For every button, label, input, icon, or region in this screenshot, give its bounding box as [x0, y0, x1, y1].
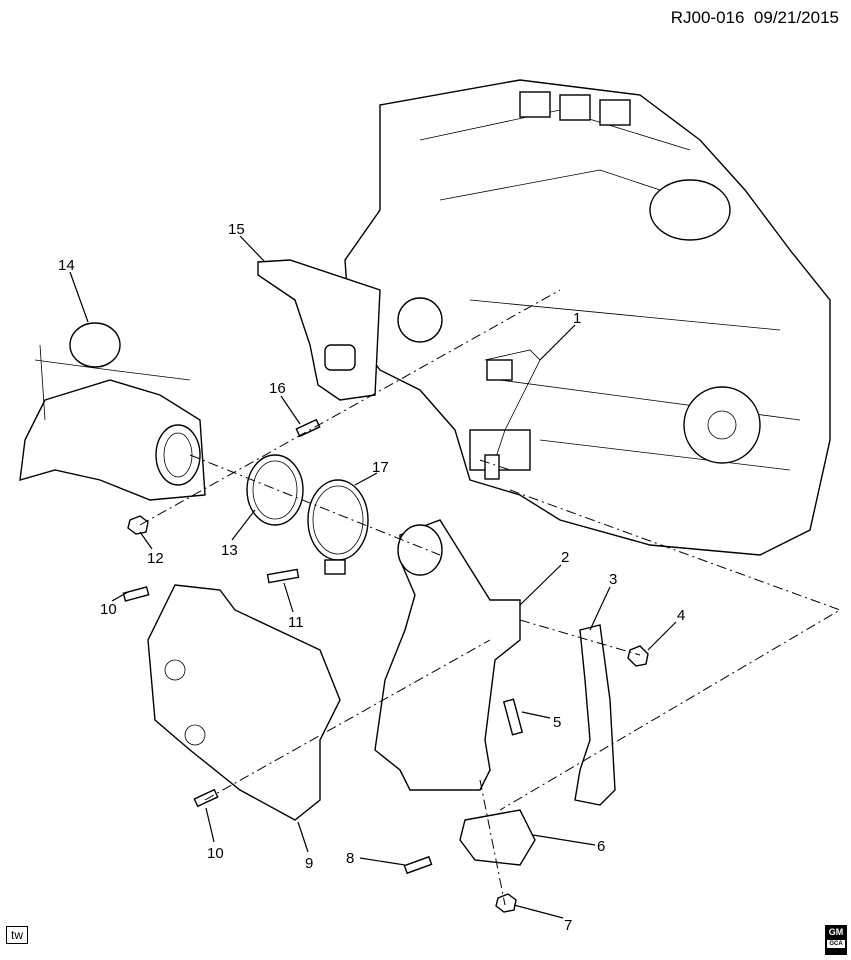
clamp — [307, 479, 369, 561]
diagram-header: RJ00-016 09/21/2015 — [671, 8, 839, 28]
callout-8: 8 — [346, 850, 354, 867]
turbocharger — [19, 322, 206, 501]
catalytic-converter — [374, 519, 521, 791]
view-badge: tw — [6, 926, 28, 944]
callout-5: 5 — [553, 714, 561, 731]
callout-13: 13 — [221, 542, 238, 559]
callout-10b: 10 — [207, 845, 224, 862]
engine-block — [344, 79, 831, 556]
diagram-date: 09/21/2015 — [753, 8, 839, 27]
heat-shield-lower — [147, 584, 341, 821]
leader-lines — [69, 235, 677, 919]
callout-14: 14 — [58, 257, 75, 274]
callout-9: 9 — [305, 855, 313, 872]
callout-6: 6 — [597, 838, 605, 855]
callout-11: 11 — [288, 614, 304, 631]
callout-15: 15 — [228, 221, 245, 238]
callout-2: 2 — [561, 549, 569, 566]
bracket — [574, 624, 616, 806]
gasket-ring — [246, 454, 304, 526]
diagram-code: RJ00-016 — [670, 8, 745, 27]
callout-16: 16 — [269, 380, 286, 397]
callout-1: 1 — [573, 310, 581, 327]
callout-4: 4 — [677, 607, 685, 624]
callout-3: 3 — [609, 571, 617, 588]
stud — [295, 418, 321, 438]
callout-12: 12 — [147, 550, 164, 567]
callout-7: 7 — [564, 917, 572, 934]
callout-10a: 10 — [100, 601, 117, 618]
callout-17: 17 — [372, 459, 389, 476]
